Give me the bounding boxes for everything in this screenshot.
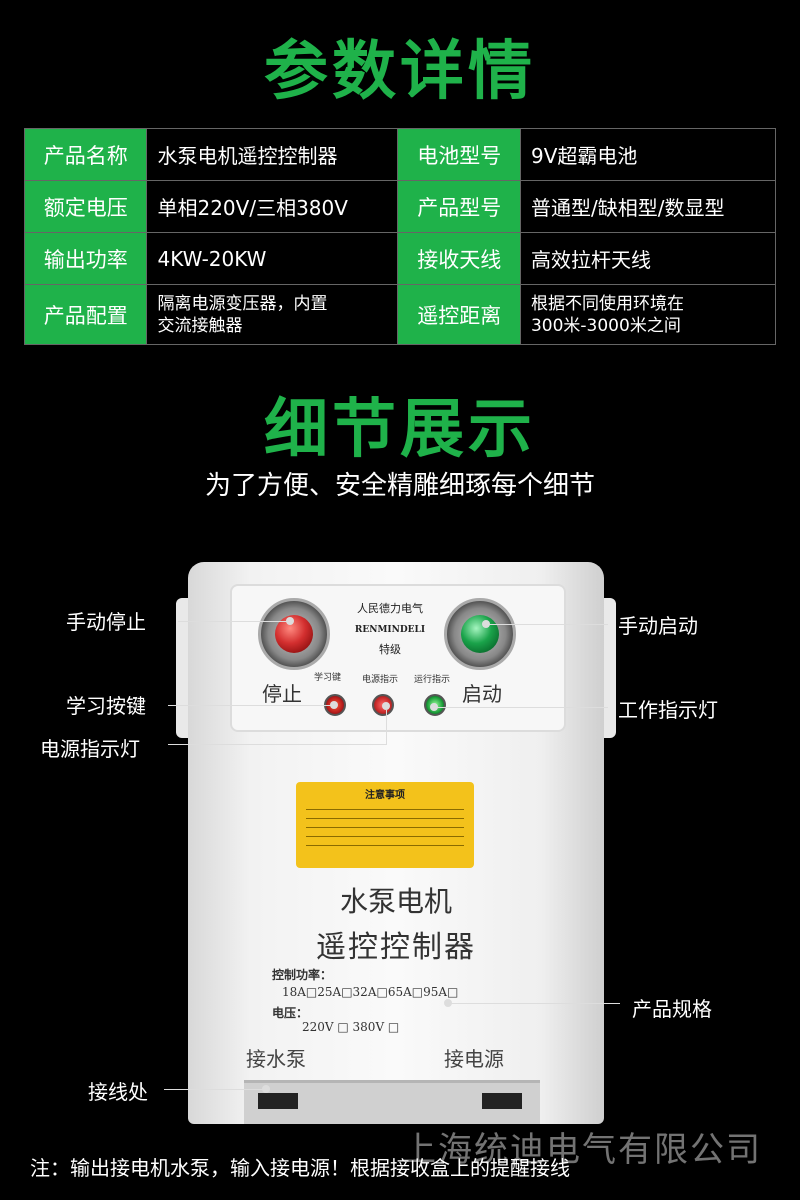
callout-learn-button: 学习按键: [66, 694, 146, 718]
params-table: 产品名称 水泵电机遥控控制器 电池型号 9V超霸电池 额定电压 单相220V/三…: [23, 128, 777, 345]
param-value: 4KW-20KW: [146, 232, 399, 285]
wiring-slot: [258, 1093, 298, 1109]
callout-line: [164, 1089, 264, 1090]
callout-line: [386, 710, 387, 745]
param-value: 普通型/缺相型/数显型: [519, 180, 777, 233]
param-value-line: 300米-3000米之间: [530, 315, 681, 336]
param-value: 水泵电机遥控控制器: [146, 128, 399, 181]
param-value: 根据不同使用环境在 300米-3000米之间: [519, 284, 777, 345]
table-row: 产品配置 隔离电源变压器，内置 交流接触器 遥控距离 根据不同使用环境在 300…: [23, 284, 777, 345]
table-row: 产品名称 水泵电机遥控控制器 电池型号 9V超霸电池: [23, 128, 777, 181]
callout-manual-stop: 手动停止: [66, 610, 146, 634]
learn-key-label: 学习键: [314, 673, 342, 683]
param-value: 9V超霸电池: [519, 128, 777, 181]
brand-name-en: RENMINDELI: [354, 625, 426, 635]
spec-voltage-heading: 电压：: [272, 1006, 309, 1020]
callout-dot: [444, 999, 452, 1007]
notice-text-lines: [302, 809, 468, 846]
param-label: 产品配置: [23, 284, 148, 345]
brand-grade: 特级: [379, 643, 401, 656]
callout-wiring: 接线处: [88, 1080, 148, 1104]
stop-button[interactable]: [258, 598, 330, 670]
param-value-line: 交流接触器: [157, 315, 243, 336]
callout-dot: [430, 703, 438, 711]
callout-line: [436, 707, 608, 708]
callout-work-indicator: 工作指示灯: [618, 698, 718, 722]
callout-power-indicator: 电源指示灯: [40, 737, 140, 761]
param-value: 单相220V/三相380V: [146, 180, 399, 233]
callout-line: [168, 705, 332, 706]
callout-dot: [382, 702, 390, 710]
notice-title: 注意事项: [365, 790, 405, 801]
callout-dot: [286, 617, 294, 625]
spec-power-heading: 控制功率：: [272, 968, 333, 982]
param-label: 产品型号: [397, 180, 521, 233]
green-lens-icon: [461, 615, 499, 653]
run-indicator-label: 运行指示: [414, 675, 451, 685]
callout-dot: [262, 1085, 270, 1093]
param-value-line: 隔离电源变压器，内置: [157, 293, 328, 314]
spec-amps: 18A□25A□32A□65A□95A□: [282, 985, 459, 999]
company-watermark: 上海统迪电气有限公司: [402, 1130, 762, 1170]
wiring-cutout: [244, 1080, 540, 1124]
param-value: 隔离电源变压器，内置 交流接触器: [146, 284, 399, 345]
details-subtitle: 为了方便、安全精雕细琢每个细节: [204, 471, 595, 501]
param-label: 输出功率: [23, 232, 148, 285]
wire-pump-label: 接水泵: [246, 1047, 306, 1071]
wire-power-label: 接电源: [444, 1047, 504, 1071]
power-indicator-label: 电源指示: [362, 675, 399, 685]
callout-line: [450, 1003, 620, 1004]
wiring-slot: [482, 1093, 522, 1109]
callout-product-spec: 产品规格: [632, 997, 712, 1021]
param-label: 产品名称: [23, 128, 148, 181]
brand-name: 人民德力电气: [357, 602, 423, 615]
table-row: 输出功率 4KW-20KW 接收天线 高效拉杆天线: [23, 232, 777, 285]
start-button[interactable]: [444, 598, 516, 670]
details-title: 细节展示: [264, 393, 536, 467]
callout-line: [168, 744, 386, 745]
device-name-line2: 遥控控制器: [316, 930, 476, 965]
footer-note: 注：输出接电机水泵，输入接电源！根据接收盒上的提醒接线: [30, 1156, 570, 1180]
params-title: 参数详情: [264, 35, 536, 109]
callout-line: [178, 621, 288, 622]
callout-dot: [330, 701, 338, 709]
stop-label: 停止: [262, 682, 302, 706]
spec-volts: 220V □ 380V □: [302, 1020, 400, 1034]
param-label: 额定电压: [23, 180, 148, 233]
param-label: 接收天线: [397, 232, 521, 285]
param-value-line: 根据不同使用环境在: [530, 293, 684, 314]
callout-manual-start: 手动启动: [618, 614, 698, 638]
param-value: 高效拉杆天线: [519, 232, 777, 285]
notice-sticker: 注意事项: [296, 782, 474, 868]
device-name-line1: 水泵电机: [339, 885, 452, 918]
param-label: 遥控距离: [397, 284, 521, 345]
callout-line: [488, 624, 608, 625]
start-label: 启动: [462, 682, 502, 706]
callout-dot: [482, 620, 490, 628]
table-row: 额定电压 单相220V/三相380V 产品型号 普通型/缺相型/数显型: [23, 180, 777, 233]
param-label: 电池型号: [397, 128, 521, 181]
